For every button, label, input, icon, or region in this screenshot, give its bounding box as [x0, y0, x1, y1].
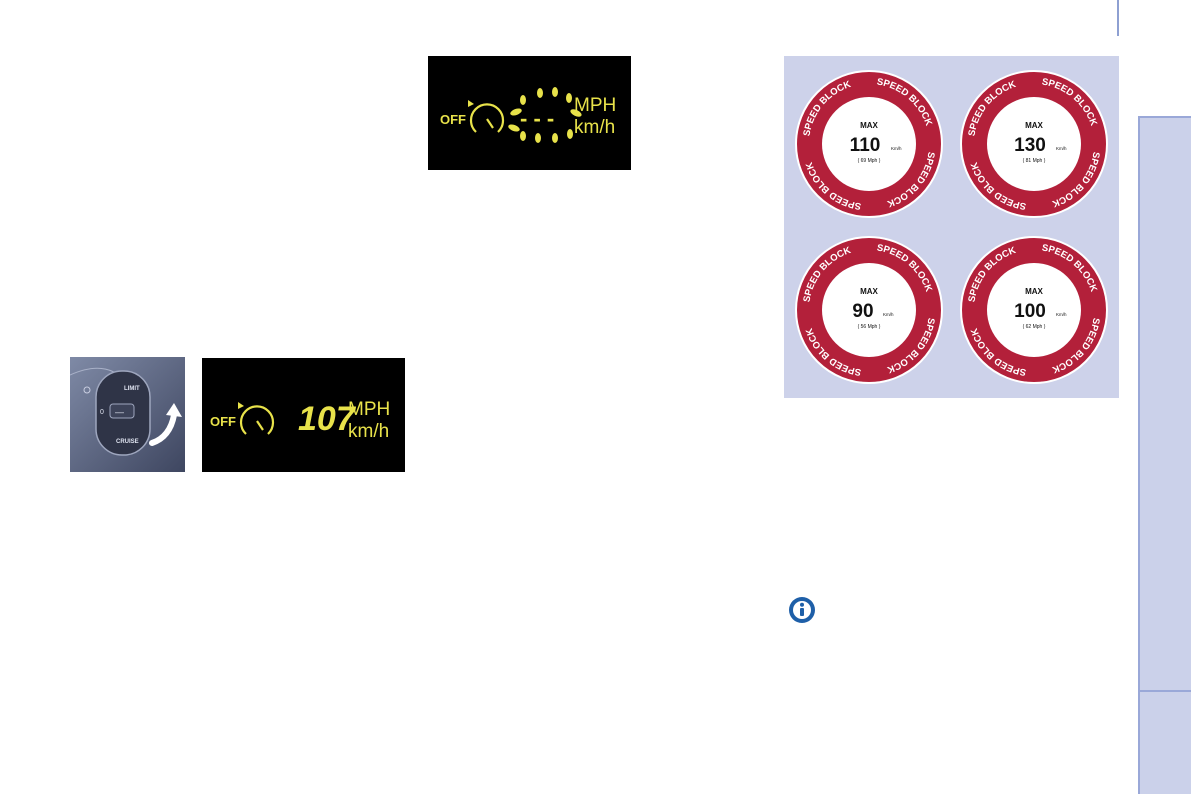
- sticker-unit: Km/h: [1056, 146, 1067, 151]
- speedometer-icon: [238, 402, 275, 435]
- sticker-max-label: MAX: [860, 287, 878, 296]
- lcd-display-set: OFF 107 MPH km/h: [202, 358, 405, 472]
- curved-arrow-icon: [149, 403, 182, 446]
- sticker-mph: ( 69 Mph ): [858, 158, 881, 164]
- control-minus-label: —: [115, 407, 124, 417]
- lcd-unit-kmh: km/h: [574, 117, 615, 138]
- sticker-100: SPEED BLOCK SPEED BLOCK SPEED BLOCK SPEE…: [958, 234, 1110, 386]
- sticker-speed: 130: [1014, 135, 1046, 156]
- control-zero-label: 0: [100, 409, 104, 416]
- control-limit-label: LIMIT: [124, 386, 140, 392]
- control-minus-button[interactable]: [109, 403, 135, 419]
- sticker-max-label: MAX: [1025, 287, 1043, 296]
- lcd-off-label: OFF: [440, 112, 466, 127]
- speedometer-icon: [468, 100, 505, 133]
- lcd-speed-digits: - - -: [520, 106, 554, 131]
- top-rule: [1117, 0, 1119, 36]
- steering-control-photo: LIMIT 0 — CRUISE: [69, 357, 185, 472]
- sticker-max-label: MAX: [1025, 121, 1043, 130]
- control-cruise-label: CRUISE: [116, 439, 139, 445]
- sticker-unit: Km/h: [891, 146, 902, 151]
- sticker-110: SPEED BLOCK SPEED BLOCK SPEED BLOCK SPEE…: [793, 68, 945, 220]
- lcd-unit-kmh: km/h: [348, 421, 389, 442]
- blink-marks: [508, 87, 582, 143]
- lcd-display-blinking: OFF - - - MPH km/h: [428, 56, 631, 170]
- chapter-side-tab[interactable]: [1138, 116, 1191, 794]
- sticker-mph: ( 56 Mph ): [858, 324, 881, 330]
- lcd-off-label: OFF: [210, 414, 236, 429]
- sticker-unit: Km/h: [1056, 312, 1067, 317]
- lcd-speed-digits: 107: [298, 400, 357, 438]
- speed-sticker-panel: SPEED BLOCK SPEED BLOCK SPEED BLOCK SPEE…: [784, 56, 1119, 398]
- sticker-speed: 100: [1014, 301, 1046, 322]
- sticker-speed: 110: [850, 135, 881, 156]
- sticker-mph: ( 62 Mph ): [1023, 324, 1046, 330]
- sticker-speed: 90: [852, 301, 873, 322]
- sticker-90: SPEED BLOCK SPEED BLOCK SPEED BLOCK SPEE…: [793, 234, 945, 386]
- info-icon: [788, 596, 816, 624]
- side-tab-divider: [1138, 690, 1191, 692]
- sticker-max-label: MAX: [860, 121, 878, 130]
- sticker-unit: Km/h: [883, 312, 894, 317]
- sticker-mph: ( 81 Mph ): [1023, 158, 1046, 164]
- sticker-130: SPEED BLOCK SPEED BLOCK SPEED BLOCK SPEE…: [958, 68, 1110, 220]
- lcd-unit-mph: MPH: [348, 399, 390, 420]
- lcd-unit-mph: MPH: [574, 95, 616, 116]
